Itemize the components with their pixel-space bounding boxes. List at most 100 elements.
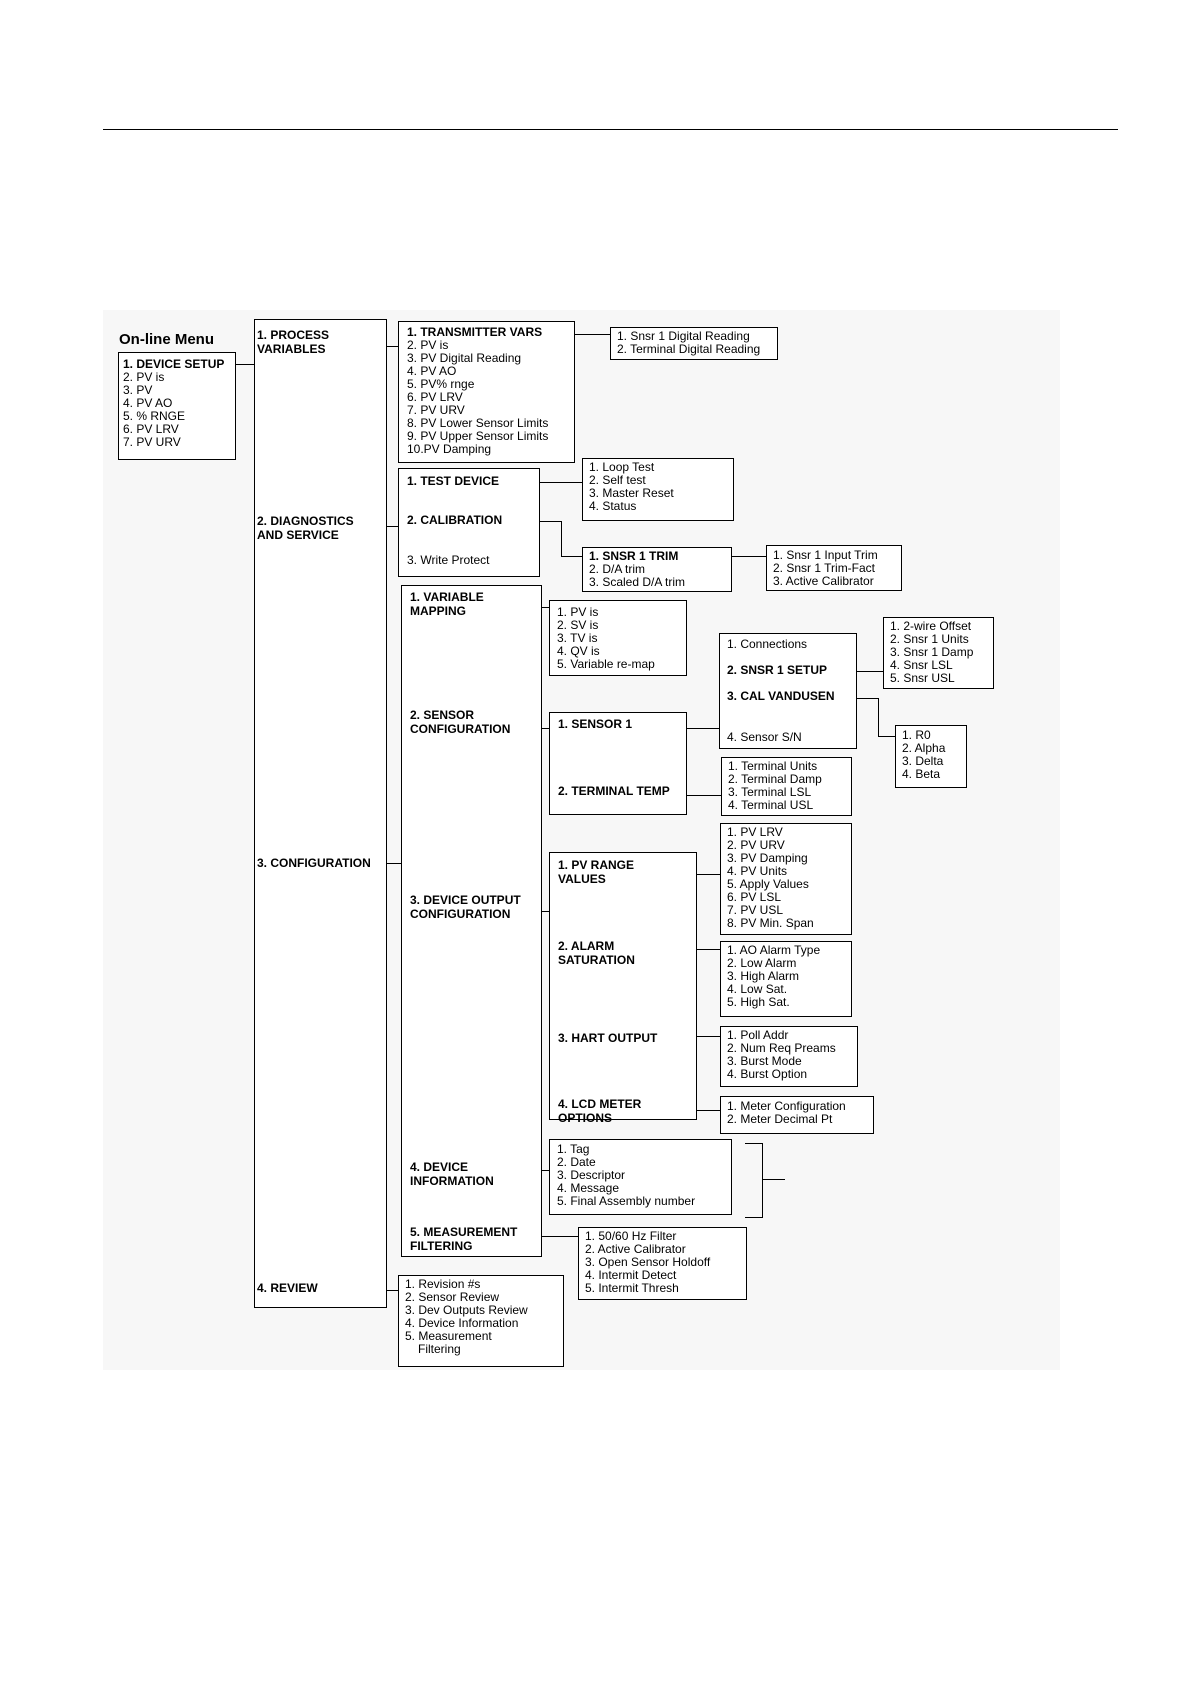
- terminal-temp-label: 2. TERMINAL TEMP: [558, 784, 670, 798]
- calibration-item: 3. Scaled D/A trim: [589, 575, 686, 589]
- bracket: [745, 1143, 763, 1144]
- sensor1-label: 1. SENSOR 1: [558, 717, 633, 731]
- write-protect-label: 3. Write Protect: [407, 553, 490, 567]
- snsr-readings-box: [610, 327, 778, 360]
- review-item: 4. Device Information: [405, 1316, 519, 1330]
- test-device-item: 2. Self test: [589, 473, 646, 487]
- snsr-readings-item: 2. Terminal Digital Reading: [617, 342, 761, 356]
- connector: [857, 671, 883, 672]
- terminal-temp-box: [721, 757, 852, 816]
- test-device-item: 4. Status: [589, 499, 637, 513]
- connector: [575, 334, 610, 335]
- snsr-trim-item: 3. Active Calibrator: [773, 574, 874, 588]
- diagnostics-label: 2. DIAGNOSTICS AND SERVICE: [257, 514, 354, 542]
- online-item: 6. PV LRV: [123, 422, 179, 436]
- connector: [687, 728, 719, 729]
- online-item-device-setup: 1. DEVICE SETUP: [123, 357, 225, 371]
- device-info-item: 3. Descriptor: [557, 1168, 626, 1182]
- review-item: 1. Revision #s: [405, 1277, 481, 1291]
- online-menu-title: On-line Menu: [119, 331, 214, 348]
- hart-label: 3. HART OUTPUT: [558, 1031, 658, 1045]
- test-device-item: 3. Master Reset: [589, 486, 674, 500]
- hart-item: 4. Burst Option: [727, 1067, 808, 1081]
- transmitter-vars-item: 8. PV Lower Sensor Limits: [407, 416, 549, 430]
- pv-range-item: 3. PV Damping: [727, 851, 808, 865]
- pv-range-item: 7. PV USL: [727, 903, 784, 917]
- sensor-config-label: 2. SENSOR CONFIGURATION: [410, 708, 511, 736]
- connector: [542, 1236, 578, 1237]
- filtering-item: 2. Active Calibrator: [585, 1242, 686, 1256]
- calibration-label: 2. CALIBRATION: [407, 513, 503, 527]
- pv-range-item: 2. PV URV: [727, 838, 785, 852]
- bracket: [762, 1143, 763, 1218]
- device-info-box: [549, 1139, 732, 1215]
- measurement-filtering-label: 5. MEASUREMENT FILTERING: [410, 1225, 518, 1253]
- transmitter-vars-box: [398, 321, 575, 463]
- device-info-item: 2. Date: [557, 1155, 596, 1169]
- variable-mapping-label: 1. VARIABLE MAPPING: [410, 590, 484, 618]
- review-item: 5. Measurement: [405, 1329, 492, 1343]
- connector: [236, 364, 254, 365]
- snsr-setup-box: [883, 617, 994, 689]
- transmitter-vars-item: 3. PV Digital Reading: [407, 351, 522, 365]
- pv-range-item: 1. PV LRV: [727, 825, 783, 839]
- device-info-item: 4. Message: [557, 1181, 620, 1195]
- alarm-item: 2. Low Alarm: [727, 956, 797, 970]
- sensor-sn-label: 4. Sensor S/N: [727, 730, 802, 744]
- transmitter-vars-item: 1. TRANSMITTER VARS: [407, 325, 543, 339]
- transmitter-vars-item: 5. PV% rnge: [407, 377, 475, 391]
- transmitter-vars-item: 9. PV Upper Sensor Limits: [407, 429, 549, 443]
- hart-item: 3. Burst Mode: [727, 1054, 802, 1068]
- device-output-label: 3. DEVICE OUTPUT CONFIGURATION: [410, 893, 521, 921]
- terminal-temp-item: 1. Terminal Units: [728, 759, 818, 773]
- snsr-setup-item: 3. Snsr 1 Damp: [890, 645, 974, 659]
- connector: [387, 863, 401, 864]
- connector: [542, 728, 549, 729]
- pv-range-item: 4. PV Units: [727, 864, 788, 878]
- configuration-label: 3. CONFIGURATION: [257, 856, 371, 870]
- filtering-item: 4. Intermit Detect: [585, 1268, 677, 1282]
- cal-vandusen-box: [895, 725, 967, 788]
- pv-range-item: 5. Apply Values: [727, 877, 809, 891]
- variable-mapping-box: [549, 600, 687, 676]
- online-item: 2. PV is: [123, 370, 165, 384]
- sensor-config-box: [549, 712, 687, 815]
- connections-label: 1. Connections: [727, 637, 808, 651]
- connector: [697, 1036, 720, 1037]
- review-box: [398, 1275, 564, 1367]
- filtering-item: 3. Open Sensor Holdoff: [585, 1255, 711, 1269]
- variable-mapping-item: 3. TV is: [557, 631, 598, 645]
- device-info-label: 4. DEVICE INFORMATION: [410, 1160, 494, 1188]
- test-device-label: 1. TEST DEVICE: [407, 474, 500, 488]
- alarm-item: 5. High Sat.: [727, 995, 790, 1009]
- alarm-item: 4. Low Sat.: [727, 982, 788, 996]
- lcd-box: [720, 1096, 874, 1134]
- alarm-item: 3. High Alarm: [727, 969, 800, 983]
- transmitter-vars-item: 7. PV URV: [407, 403, 465, 417]
- connector: [697, 949, 720, 950]
- hart-item: 1. Poll Addr: [727, 1028, 789, 1042]
- calibration-item: 1. SNSR 1 TRIM: [589, 549, 679, 563]
- hart-box: [720, 1026, 858, 1087]
- snsr-trim-item: 2. Snsr 1 Trim-Fact: [773, 561, 876, 575]
- transmitter-vars-item: 6. PV LRV: [407, 390, 463, 404]
- transmitter-vars-item: 4. PV AO: [407, 364, 457, 378]
- configuration-box: [401, 585, 542, 1257]
- transmitter-vars-item: 10.PV Damping: [407, 442, 492, 456]
- pv-range-label: 1. PV RANGE VALUES: [558, 858, 635, 886]
- variable-mapping-item: 4. QV is: [557, 644, 600, 658]
- alarm-box: [720, 941, 852, 1017]
- connector: [561, 556, 582, 557]
- snsr-setup-item: 4. Snsr LSL: [890, 658, 953, 672]
- online-item: 4. PV AO: [123, 396, 173, 410]
- connector: [542, 607, 549, 608]
- terminal-temp-item: 2. Terminal Damp: [728, 772, 822, 786]
- filtering-item: 1. 50/60 Hz Filter: [585, 1229, 677, 1243]
- connector: [387, 346, 398, 347]
- connector: [540, 482, 582, 483]
- filtering-box: [578, 1227, 747, 1300]
- review-item: Filtering: [418, 1342, 461, 1356]
- connector: [878, 736, 895, 737]
- snsr-setup-label: 2. SNSR 1 SETUP: [727, 663, 828, 677]
- test-device-item: 1. Loop Test: [589, 460, 655, 474]
